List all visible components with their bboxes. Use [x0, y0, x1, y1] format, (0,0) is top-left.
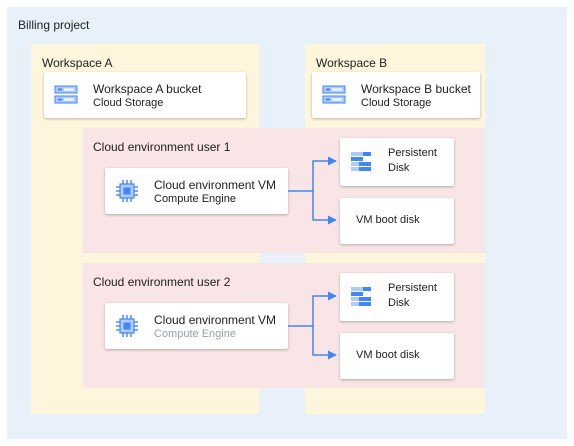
user-2-persistent-disk-line2: Disk — [388, 297, 410, 309]
workspace-a-bucket-name: Workspace A bucket — [93, 82, 202, 96]
cloud-storage-icon — [322, 85, 346, 104]
compute-engine-icon — [116, 315, 138, 337]
user-2-vm-card[interactable]: Cloud environment VM Compute Engine — [105, 303, 288, 349]
user-1-title: Cloud environment user 1 — [93, 140, 231, 154]
cloud-storage-icon — [54, 85, 78, 104]
user-1-vm-boot-disk-label: VM boot disk — [356, 214, 420, 226]
workspace-b-title: Workspace B — [316, 56, 388, 70]
user-1-persistent-disk-line1: Persistent — [388, 147, 437, 159]
user-2-vm-boot-disk-card[interactable]: VM boot disk — [340, 333, 454, 379]
user-1-persistent-disk-card[interactable]: Persistent Disk — [340, 138, 454, 186]
workspace-a-bucket-card[interactable]: Workspace A bucket Cloud Storage — [44, 72, 246, 118]
user-2-persistent-disk-card[interactable]: Persistent Disk — [340, 273, 454, 321]
compute-engine-icon — [116, 180, 138, 202]
user-1-vm-card[interactable]: Cloud environment VM Compute Engine — [105, 168, 288, 214]
user-1-vm-name: Cloud environment VM — [154, 178, 277, 192]
workspace-b-bucket-service: Cloud Storage — [361, 97, 432, 109]
user-2-title: Cloud environment user 2 — [93, 275, 231, 289]
billing-project-title: Billing project — [18, 18, 90, 32]
workspace-a-title: Workspace A — [42, 56, 113, 70]
user-1-vm-boot-disk-card[interactable]: VM boot disk — [340, 198, 454, 244]
user-1-vm-service: Compute Engine — [154, 193, 236, 205]
user-2-vm-boot-disk-label: VM boot disk — [356, 349, 420, 361]
user-2-vm-name: Cloud environment VM — [154, 313, 277, 327]
workspace-b-bucket-card[interactable]: Workspace B bucket Cloud Storage — [312, 72, 480, 118]
workspace-b-bucket-name: Workspace B bucket — [361, 82, 471, 96]
persistent-disk-icon — [351, 287, 371, 306]
user-2-vm-service: Compute Engine — [154, 328, 236, 340]
workspace-a-bucket-service: Cloud Storage — [93, 97, 164, 109]
user-2-persistent-disk-line1: Persistent — [388, 282, 437, 294]
user-1-persistent-disk-line2: Disk — [388, 162, 410, 174]
persistent-disk-icon — [351, 152, 371, 171]
